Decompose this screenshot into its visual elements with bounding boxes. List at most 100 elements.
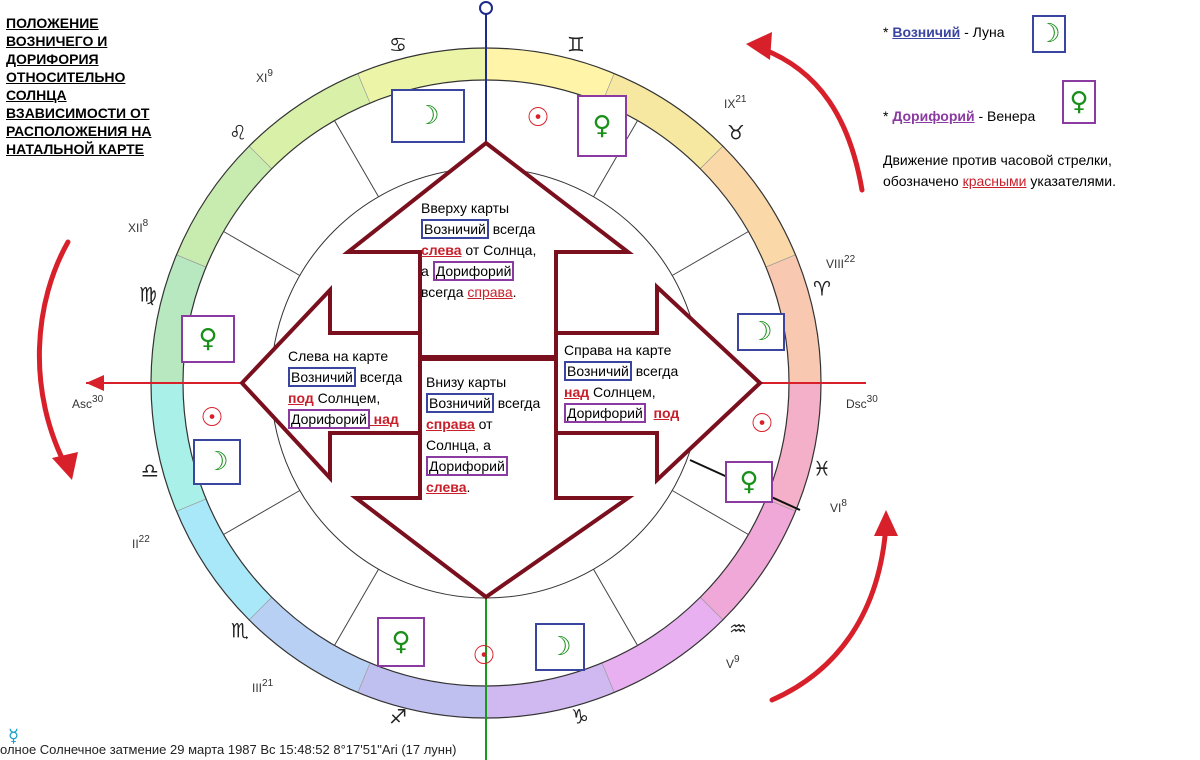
note-right-line4: Дорифорий под bbox=[564, 403, 704, 424]
legend-motion-post: указателями. bbox=[1026, 173, 1117, 189]
legend-doriforiy-term: Дорифорий bbox=[892, 108, 975, 124]
note-right-red1: над bbox=[564, 384, 590, 400]
legend-doriforiy: * Дорифорий - Венера bbox=[883, 108, 1035, 124]
legend-voznichiy: * Возничий - Луна bbox=[883, 24, 1005, 40]
house-viii-label: VIII22 bbox=[826, 254, 856, 271]
bottom-moon-box bbox=[535, 623, 585, 671]
note-top-a: а bbox=[421, 263, 433, 279]
venus-icon: ♀ bbox=[592, 111, 611, 141]
legend-voznichiy-rest: - Луна bbox=[960, 24, 1005, 40]
house-cusp-line bbox=[223, 231, 301, 276]
house-cusp-line bbox=[223, 490, 301, 535]
house-ix-label: IX21 bbox=[724, 94, 747, 111]
moon-icon: ☽ bbox=[749, 317, 772, 347]
note-left-line2: Возничий всегда bbox=[288, 367, 418, 388]
house-v-label: V9 bbox=[726, 654, 740, 671]
red-pointer-bottom-right bbox=[769, 522, 889, 703]
venus-icon: ♀ bbox=[1062, 80, 1096, 124]
note-right: Справа на карте Возничий всегда над Солн… bbox=[564, 340, 704, 424]
legend-motion-pre: Движение против часовой стрелки, обознач… bbox=[883, 152, 1112, 189]
note-top-line4: а Дорифорий bbox=[421, 261, 561, 282]
red-pointer-left bbox=[36, 239, 71, 473]
house-dsc-label: Dsc30 bbox=[846, 394, 878, 411]
asc-arrowhead bbox=[86, 375, 104, 391]
note-bottom-doriforiy: Дорифорий bbox=[426, 456, 508, 476]
note-bottom: Внизу карты Возничий всегда справа от Со… bbox=[426, 372, 556, 498]
note-top-red1: слева bbox=[421, 242, 462, 258]
note-bottom-line3: справа от bbox=[426, 414, 556, 435]
legend-motion: Движение против часовой стрелки, обознач… bbox=[883, 150, 1183, 192]
legend-voznichiy-term: Возничий bbox=[892, 24, 961, 40]
note-bottom-voznichiy: Возничий bbox=[426, 393, 494, 413]
note-bottom-dot: . bbox=[466, 479, 471, 495]
note-bottom-line1: Внизу карты bbox=[426, 374, 507, 390]
top-venus-box bbox=[577, 95, 627, 157]
note-bottom-line6: слева. bbox=[426, 477, 556, 498]
note-top-dot: . bbox=[512, 284, 517, 300]
bottom-venus-box bbox=[377, 617, 425, 667]
taurus-icon: ♉ bbox=[727, 121, 745, 145]
note-top: Вверху карты Возничий всегда слева от Со… bbox=[421, 198, 561, 303]
legend-star: * bbox=[883, 24, 889, 40]
moon-icon: ☽ bbox=[548, 632, 571, 662]
note-bottom-line4: Солнца, а bbox=[426, 437, 491, 453]
sun-icon: ☉ bbox=[472, 641, 495, 671]
note-bottom-line5: Дорифорий bbox=[426, 456, 556, 477]
note-right-doriforiy: Дорифорий bbox=[564, 403, 646, 423]
mc-symbol-icon bbox=[479, 1, 493, 15]
note-top-line5: всегда справа. bbox=[421, 282, 561, 303]
moon-icon: ☽ bbox=[1032, 15, 1066, 53]
moon-icon: ☽ bbox=[416, 101, 439, 131]
red-pointer-top-right-head bbox=[746, 32, 772, 60]
note-left-line1: Слева на карте bbox=[288, 348, 389, 364]
legend-doriforiy-rest: - Венера bbox=[974, 108, 1036, 124]
zodiac-ring bbox=[150, 47, 822, 719]
red-pointer-left-head bbox=[52, 452, 78, 480]
house-cusp-line bbox=[334, 120, 379, 198]
note-left-voznichiy: Возничий bbox=[288, 367, 356, 387]
venus-icon: ♀ bbox=[391, 627, 410, 657]
sun-icon: ☉ bbox=[750, 409, 773, 439]
house-lines bbox=[223, 120, 749, 646]
note-left-line3: под Солнцем, bbox=[288, 388, 418, 409]
moon-icon: ☽ bbox=[205, 447, 228, 477]
note-left-red2: над bbox=[369, 411, 399, 427]
left-venus-box bbox=[181, 315, 235, 363]
house-cusp-line bbox=[334, 568, 379, 646]
sun-icon: ☉ bbox=[526, 103, 549, 133]
note-left-text: всегда bbox=[355, 369, 403, 385]
house-xi-label: XI9 bbox=[256, 68, 273, 85]
cancer-icon: ♋ bbox=[389, 33, 407, 57]
gemini-icon: ♊ bbox=[567, 33, 585, 57]
leo-icon: ♌ bbox=[229, 121, 247, 145]
scorpio-icon: ♏ bbox=[231, 619, 249, 643]
note-top-text4: всегда bbox=[421, 284, 468, 300]
footer-caption: олное Солнечное затмение 29 марта 1987 В… bbox=[0, 742, 457, 757]
house-cusp-line bbox=[671, 490, 749, 535]
note-left-line4: Дорифорий над bbox=[288, 409, 418, 430]
note-left-text3: Солнцем, bbox=[313, 390, 381, 406]
venus-icon: ♀ bbox=[739, 467, 758, 497]
note-right-red2: под bbox=[653, 405, 680, 421]
house-cusp-line bbox=[593, 568, 638, 646]
capricorn-icon: ♑ bbox=[571, 705, 589, 729]
note-bottom-line2: Возничий всегда bbox=[426, 393, 556, 414]
note-right-text: всегда bbox=[631, 363, 679, 379]
aries-icon: ♈ bbox=[813, 277, 831, 301]
house-asc-label: Asc30 bbox=[72, 394, 104, 411]
house-xii-label: XII8 bbox=[128, 218, 149, 235]
note-left-doriforiy: Дорифорий bbox=[288, 409, 370, 429]
note-bottom-text3: от bbox=[474, 416, 493, 432]
note-bottom-text: всегда bbox=[493, 395, 541, 411]
note-top-line2: Возничий всегда bbox=[421, 219, 561, 240]
house-iii-label: III21 bbox=[252, 678, 274, 695]
note-right-line2: Возничий всегда bbox=[564, 361, 704, 382]
legend-star: * bbox=[883, 108, 889, 124]
sun-icon: ☉ bbox=[200, 403, 223, 433]
mercury-icon: ☿ bbox=[8, 726, 19, 747]
note-left: Слева на карте Возничий всегда под Солнц… bbox=[288, 346, 418, 430]
right-venus-box bbox=[725, 461, 773, 503]
note-top-line3: слева от Солнца, bbox=[421, 240, 561, 261]
red-pointer-top-right bbox=[757, 45, 865, 193]
